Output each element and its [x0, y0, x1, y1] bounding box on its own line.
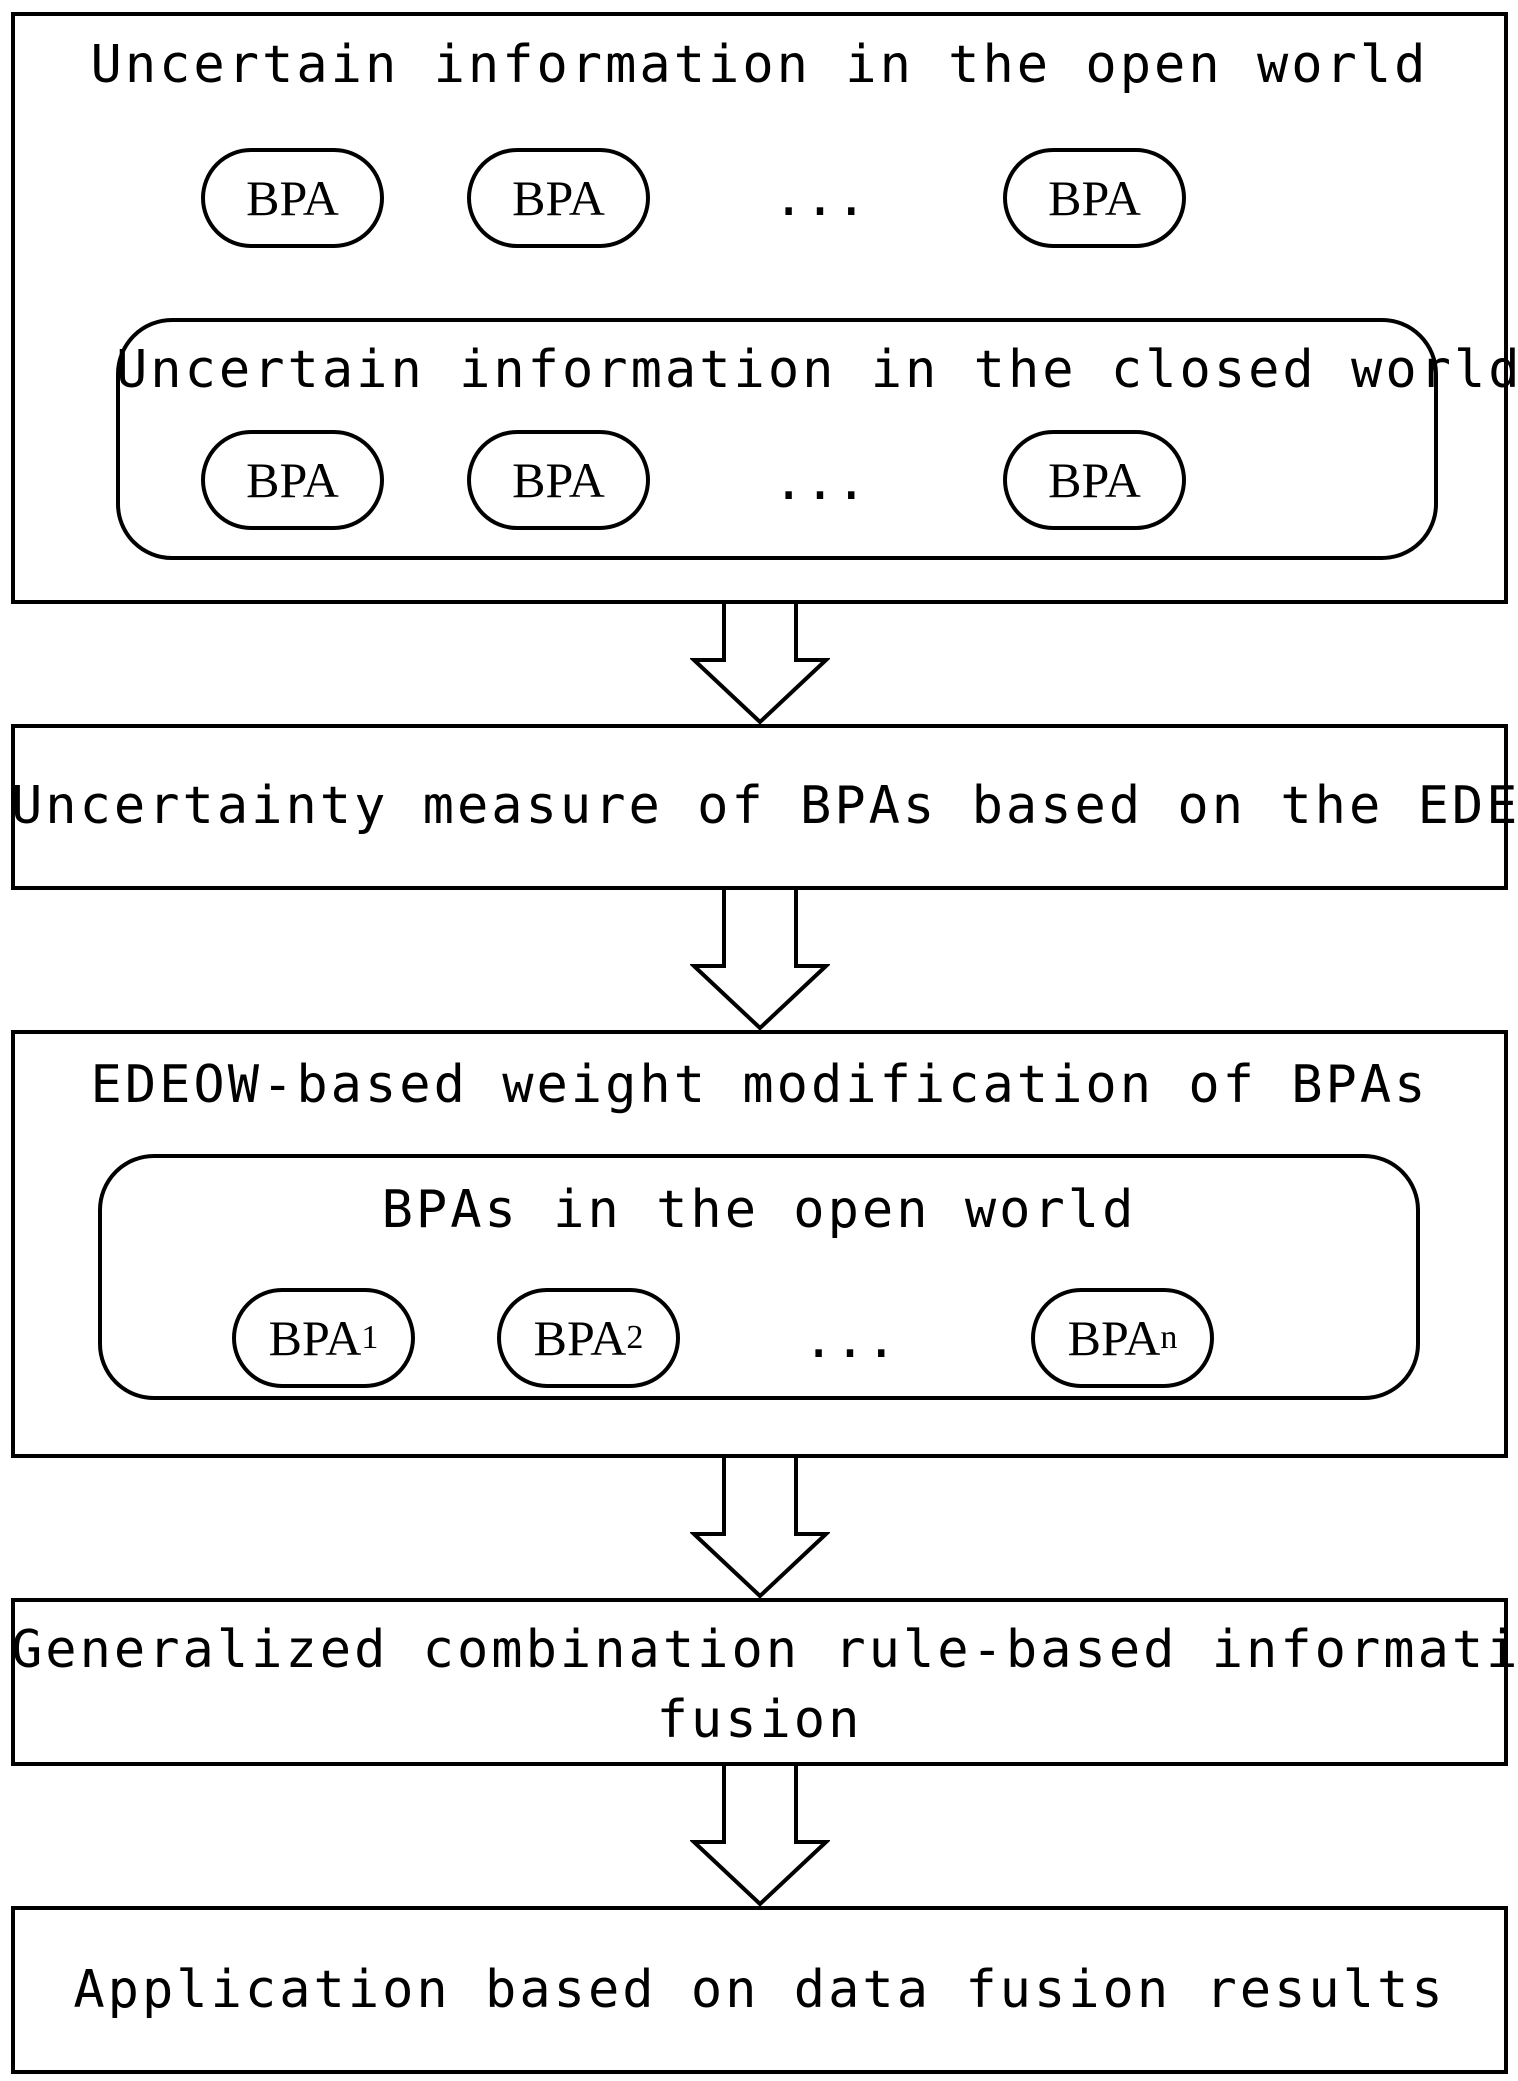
bpa-node: BPA — [201, 148, 384, 248]
down-arrow-icon — [690, 604, 830, 725]
down-arrow-icon — [690, 890, 830, 1031]
ellipsis: ... — [773, 168, 867, 228]
down-arrow-icon — [690, 1766, 830, 1907]
down-arrow-icon — [690, 1458, 830, 1599]
bpa-node: BPA — [201, 430, 384, 530]
bpa-node: BPA — [467, 148, 650, 248]
bpa-node: BPA — [467, 430, 650, 530]
open-world-bpas-title: BPAs in the open world — [381, 1180, 1137, 1240]
weight-modification-title: EDEOW-based weight modification of BPAs — [90, 1055, 1429, 1115]
application-label: Application based on data fusion results — [73, 1960, 1446, 2020]
open-world-title: Uncertain information in the open world — [90, 35, 1429, 95]
fusion-box — [11, 1598, 1508, 1766]
fusion-label-line2: fusion — [656, 1690, 863, 1750]
application-box — [11, 1906, 1508, 2074]
bpa-node: BPA — [1003, 430, 1186, 530]
fusion-label-line1: Generalized combination rule-based infor… — [11, 1620, 1518, 1680]
uncertainty-measure-box — [11, 724, 1508, 890]
bpa-node: BPA — [1003, 148, 1186, 248]
uncertainty-measure-label: Uncertainty measure of BPAs based on the… — [11, 776, 1518, 836]
ellipsis: ... — [803, 1310, 897, 1370]
ellipsis: ... — [773, 452, 867, 512]
closed-world-title: Uncertain information in the closed worl… — [116, 340, 1518, 400]
